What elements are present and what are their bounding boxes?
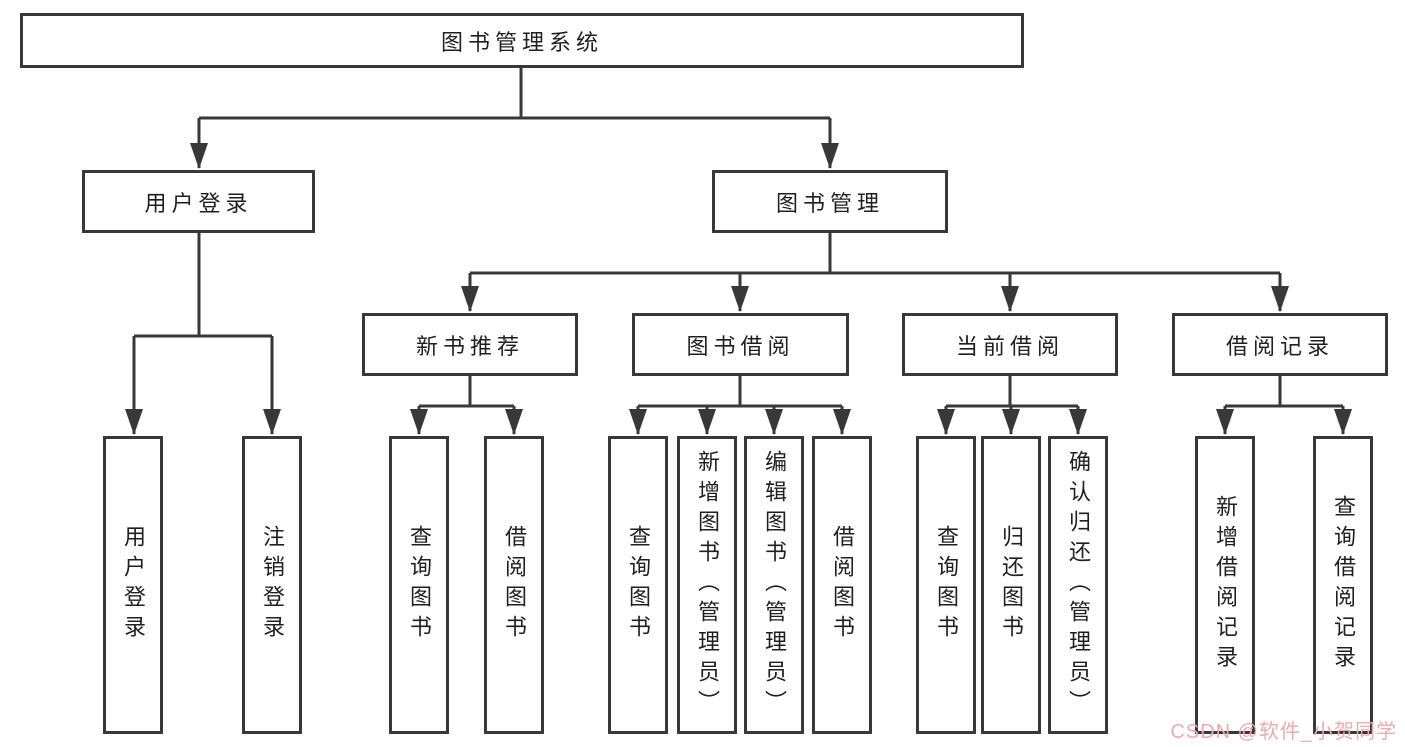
leaf-user-login: 用户登录 (103, 436, 163, 734)
node-label: 图书借阅 (686, 333, 795, 359)
node-label: 用户登录 (121, 525, 146, 645)
node-label: 编辑图书（管理员） (762, 450, 787, 720)
node-label: 新书推荐 (415, 333, 524, 359)
leaf-return-books: 归还图书 (981, 436, 1041, 734)
node-current-borrowing: 当前借阅 (902, 313, 1118, 376)
leaf-add-books-admin: 新增图书（管理员） (677, 436, 737, 734)
node-library-management-system: 图书管理系统 (20, 13, 1024, 68)
node-label: 归还图书 (999, 525, 1024, 645)
node-label: 查询图书 (934, 525, 959, 645)
leaf-confirm-return-admin: 确认归还（管理员） (1048, 436, 1108, 734)
node-label: 借阅图书 (830, 525, 855, 645)
node-label: 确认归还（管理员） (1066, 450, 1091, 720)
leaf-edit-books-admin: 编辑图书（管理员） (744, 436, 804, 734)
csdn-watermark: CSDN @软件_小贺同学 (1170, 721, 1397, 743)
node-label: 用户登录 (144, 190, 253, 216)
node-label: 借阅记录 (1225, 333, 1334, 359)
leaf-query-books-recommend: 查询图书 (389, 436, 449, 734)
node-label: 查询图书 (407, 525, 432, 645)
node-label: 查询图书 (626, 525, 651, 645)
node-label: 借阅图书 (502, 525, 527, 645)
node-borrowing-records: 借阅记录 (1172, 313, 1388, 376)
node-label: 新增借阅记录 (1213, 495, 1238, 675)
leaf-logout-login: 注销登录 (242, 436, 302, 734)
node-user-login: 用户登录 (82, 170, 315, 233)
node-label: 查询借阅记录 (1331, 495, 1356, 675)
node-label: 图书管理 (775, 190, 884, 216)
leaf-borrow-books-borrowing: 借阅图书 (812, 436, 872, 734)
node-label: 当前借阅 (955, 333, 1064, 359)
node-new-book-recommendation: 新书推荐 (362, 313, 578, 376)
leaf-query-books-current: 查询图书 (916, 436, 976, 734)
node-book-management: 图书管理 (712, 170, 948, 233)
leaf-query-borrow-record: 查询借阅记录 (1313, 436, 1373, 734)
node-book-borrowing: 图书借阅 (632, 313, 849, 376)
node-label: 新增图书（管理员） (695, 450, 720, 720)
node-label: 注销登录 (260, 525, 285, 645)
leaf-add-borrow-record: 新增借阅记录 (1195, 436, 1255, 734)
node-label: 图书管理系统 (440, 29, 603, 55)
leaf-borrow-books-recommend: 借阅图书 (484, 436, 544, 734)
leaf-query-books-borrowing: 查询图书 (608, 436, 668, 734)
